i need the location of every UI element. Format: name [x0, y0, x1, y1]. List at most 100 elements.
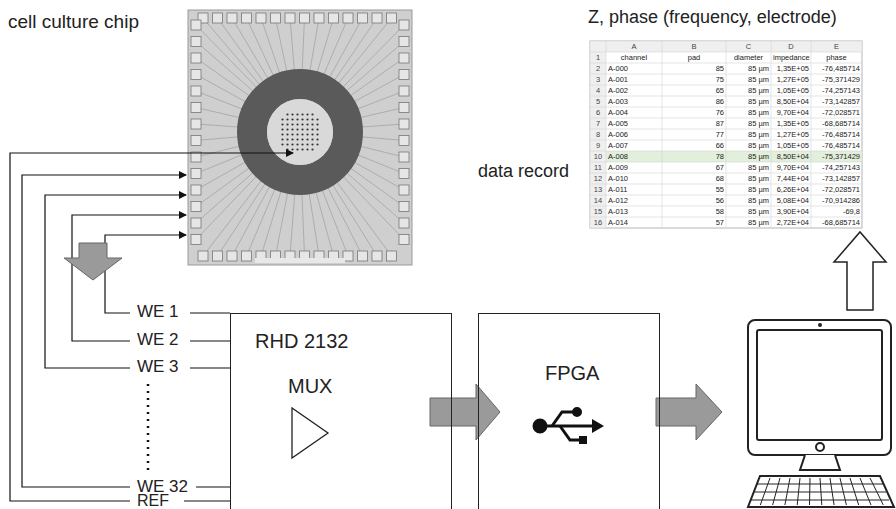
signal-name: WE 1 — [135, 303, 181, 320]
box-text: FPGA — [545, 362, 599, 384]
table-cell: A-001 — [608, 74, 660, 85]
sheet-heading: 13 — [592, 184, 604, 195]
table-cell: A-006 — [608, 129, 660, 140]
table-cell: -73,142857 — [813, 96, 860, 107]
sheet-heading: A — [608, 41, 660, 52]
table-cell: 85 µm — [728, 140, 769, 151]
table-cell: -74,257143 — [813, 85, 860, 96]
table-cell: -75,371429 — [813, 74, 860, 85]
table-cell: 8,50E+04 — [773, 96, 809, 107]
sheet-heading: 5 — [592, 96, 604, 107]
table-cell: A-013 — [608, 206, 660, 217]
sheet-heading: 11 — [592, 162, 604, 173]
table-cell: A-014 — [608, 217, 660, 228]
table-cell: 85 µm — [728, 217, 769, 228]
table-cell: -68,685714 — [813, 217, 860, 228]
table-cell: -76,485714 — [813, 140, 860, 151]
caption-label: Z, phase (frequency, electrode) — [588, 8, 837, 26]
table-cell: 6,26E+04 — [773, 184, 809, 195]
table-cell: 76 — [664, 107, 724, 118]
table-cell: 56 — [664, 195, 724, 206]
table-cell: phase — [813, 52, 860, 63]
table-cell: A-007 — [608, 140, 660, 151]
table-cell: 67 — [664, 162, 724, 173]
usb-symbol — [534, 409, 604, 445]
sheet-heading: 16 — [592, 217, 604, 228]
table-cell: 85 µm — [728, 74, 769, 85]
table-cell: 85 µm — [728, 184, 769, 195]
table-cell: pad — [664, 52, 724, 63]
sheet-heading: D — [773, 41, 809, 52]
sheet-heading: 12 — [592, 173, 604, 184]
table-cell: A-010 — [608, 173, 660, 184]
table-cell: impedance — [773, 52, 809, 63]
table-cell: -72,028571 — [813, 107, 860, 118]
table-cell: A-009 — [608, 162, 660, 173]
table-cell: 1,27E+05 — [773, 74, 809, 85]
table-cell: A-012 — [608, 195, 660, 206]
signal-name: REF — [135, 493, 171, 509]
table-cell: 85 µm — [728, 195, 769, 206]
table-cell: 57 — [664, 217, 724, 228]
table-cell: 85 µm — [728, 129, 769, 140]
table-cell: -68,685714 — [813, 118, 860, 129]
table-cell: A-003 — [608, 96, 660, 107]
sheet-heading: 8 — [592, 129, 604, 140]
table-cell: 85 µm — [728, 85, 769, 96]
table-cell: 85 µm — [728, 118, 769, 129]
sheet-heading: 14 — [592, 195, 604, 206]
caption-label: cell culture chip — [8, 12, 139, 31]
table-cell: -72,028571 — [813, 184, 860, 195]
table-cell: 58 — [664, 206, 724, 217]
amplifier-symbol — [292, 408, 328, 458]
table-cell: diameter — [728, 52, 769, 63]
table-cell: 85 µm — [728, 96, 769, 107]
table-cell: -73,142857 — [813, 173, 860, 184]
table-cell: 85 µm — [728, 151, 769, 162]
table-cell: 68 — [664, 173, 724, 184]
cell-culture-chip — [188, 10, 412, 265]
sheet-heading: 2 — [592, 63, 604, 74]
computer-icon — [748, 320, 894, 507]
sheet-heading: 6 — [592, 107, 604, 118]
table-cell: A-004 — [608, 107, 660, 118]
sheet-heading: 9 — [592, 140, 604, 151]
table-cell: -70,914286 — [813, 195, 860, 206]
table-cell: 2,72E+04 — [773, 217, 809, 228]
table-cell: 1,35E+05 — [773, 63, 809, 74]
table-cell: 3,90E+04 — [773, 206, 809, 217]
table-cell: 85 µm — [728, 206, 769, 217]
process-box: FPGA — [478, 313, 660, 509]
table-cell: A-011 — [608, 184, 660, 195]
table-cell: 85 µm — [728, 173, 769, 184]
table-cell: 75 — [664, 74, 724, 85]
box-text: MUX — [288, 375, 332, 397]
table-cell: 85 µm — [728, 107, 769, 118]
table-cell: 9,70E+04 — [773, 107, 809, 118]
box-text: RHD 2132 — [255, 330, 348, 352]
table-cell: 85 µm — [728, 162, 769, 173]
sheet-heading: E — [813, 41, 860, 52]
table-cell: 85 µm — [728, 63, 769, 74]
sheet-heading: 10 — [592, 151, 604, 162]
table-cell: A-008 — [608, 151, 660, 162]
sheet-heading: 3 — [592, 74, 604, 85]
table-cell: A-000 — [608, 63, 660, 74]
table-cell: channel — [608, 52, 660, 63]
table-cell: 86 — [664, 96, 724, 107]
table-cell: 85 — [664, 63, 724, 74]
table-cell: 9,70E+04 — [773, 162, 809, 173]
table-cell: 1,05E+05 — [773, 140, 809, 151]
sheet-heading: 15 — [592, 206, 604, 217]
table-cell: 77 — [664, 129, 724, 140]
table-cell: 1,27E+05 — [773, 129, 809, 140]
sheet-heading: B — [664, 41, 724, 52]
table-cell: 78 — [664, 151, 724, 162]
sheet-heading: 1 — [592, 52, 604, 63]
down-arrow — [64, 243, 122, 280]
wire — [10, 153, 293, 501]
signal-name: WE 2 — [135, 331, 181, 348]
caption-label: data record — [478, 162, 569, 180]
table-cell: -69,8 — [813, 206, 860, 217]
table-cell: 8,50E+04 — [773, 151, 809, 162]
